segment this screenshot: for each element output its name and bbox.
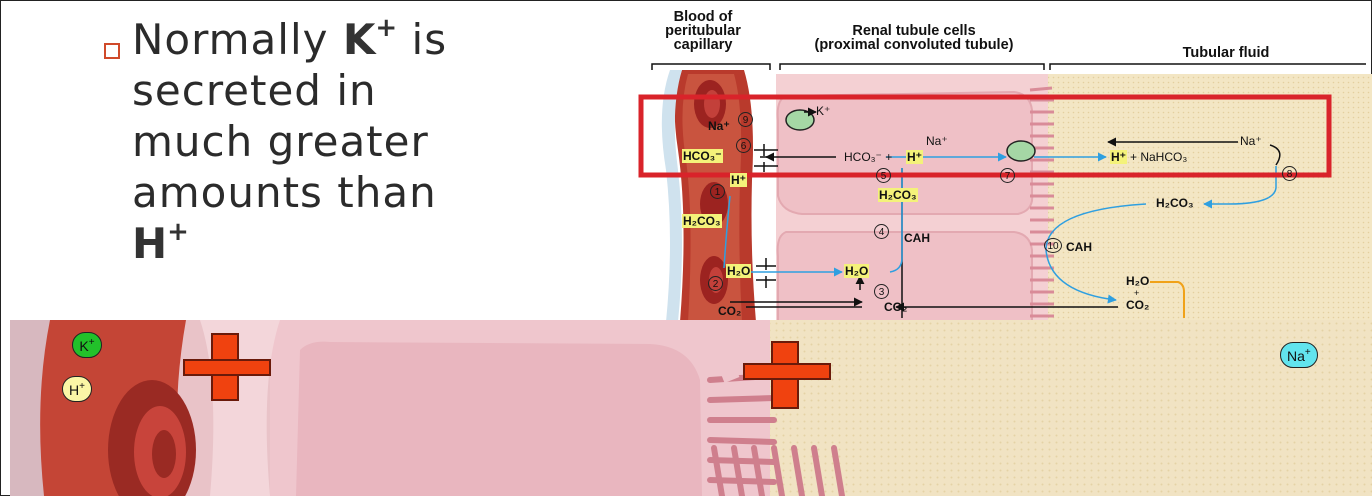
label-h2o-fluid: H₂O — [1126, 274, 1149, 288]
bullet-text-pre: Normally — [132, 15, 343, 64]
label-na-cell: Na⁺ — [926, 134, 948, 148]
step-9: 9 — [738, 112, 753, 127]
header-renal-cells: Renal tubule cells(proximal convoluted t… — [776, 24, 1052, 52]
step-5: 5 — [876, 168, 891, 183]
hydrogen-ion-bubble: H+ — [62, 376, 92, 402]
step-6: 6 — [736, 138, 751, 153]
label-hco3-cell: HCO₃⁻ + — [844, 150, 892, 164]
label-nahco3-fluid: + NaHCO₃ — [1130, 150, 1187, 164]
bullet-text: Normally K+ is secreted in much greater … — [132, 14, 492, 269]
step-7: 7 — [1000, 168, 1015, 183]
step-1: 1 — [710, 184, 725, 199]
hydrogen-ion-label: H+ — [132, 219, 189, 268]
label-co2-blood: CO₂ — [718, 304, 741, 318]
label-cah-cell: CAH — [904, 231, 930, 245]
label-h2co3-cell: H₂CO₃ — [878, 188, 918, 202]
bullet-box-icon — [104, 43, 120, 59]
zoomed-membrane-panel: K+ H+ Na+ — [10, 320, 1372, 496]
potassium-ion-bubble: K+ — [72, 332, 102, 358]
step-2: 2 — [708, 276, 723, 291]
label-na-fluid: Na⁺ — [1240, 134, 1262, 148]
sodium-ion-bubble: Na+ — [1280, 342, 1318, 368]
header-tubular-fluid: Tubular fluid — [1156, 46, 1296, 60]
label-h2co3-blood: H₂CO₃ — [682, 214, 722, 228]
bullet-point: Normally K+ is secreted in much greater … — [132, 14, 492, 269]
step-8: 8 — [1282, 166, 1297, 181]
step-10: 10 — [1044, 238, 1062, 253]
step-4: 4 — [874, 224, 889, 239]
label-k-plus: K⁺ — [816, 104, 830, 118]
label-h2o-blood: H₂O — [726, 264, 751, 278]
label-hco3-blood: HCO₃⁻ — [682, 149, 723, 163]
label-h2co3-fluid: H₂CO₃ — [1156, 196, 1194, 210]
step-3: 3 — [874, 284, 889, 299]
label-co2-fluid: CO₂ — [1126, 298, 1149, 312]
label-na-blood: Na⁺ — [708, 119, 730, 133]
label-plus-fluid: + — [1134, 288, 1139, 298]
label-cah-fluid: CAH — [1066, 240, 1092, 254]
label-h-plus-cell: H⁺ — [906, 150, 923, 164]
label-co2-cell: CO₂ — [884, 300, 907, 314]
zoomed-illustration — [10, 320, 1372, 496]
label-h-plus-fluid: H⁺ — [1110, 150, 1127, 164]
label-h2o-cell: H₂O — [844, 264, 869, 278]
potassium-ion-label: K+ — [343, 15, 397, 64]
label-h-plus-capillary: H⁺ — [730, 173, 747, 187]
